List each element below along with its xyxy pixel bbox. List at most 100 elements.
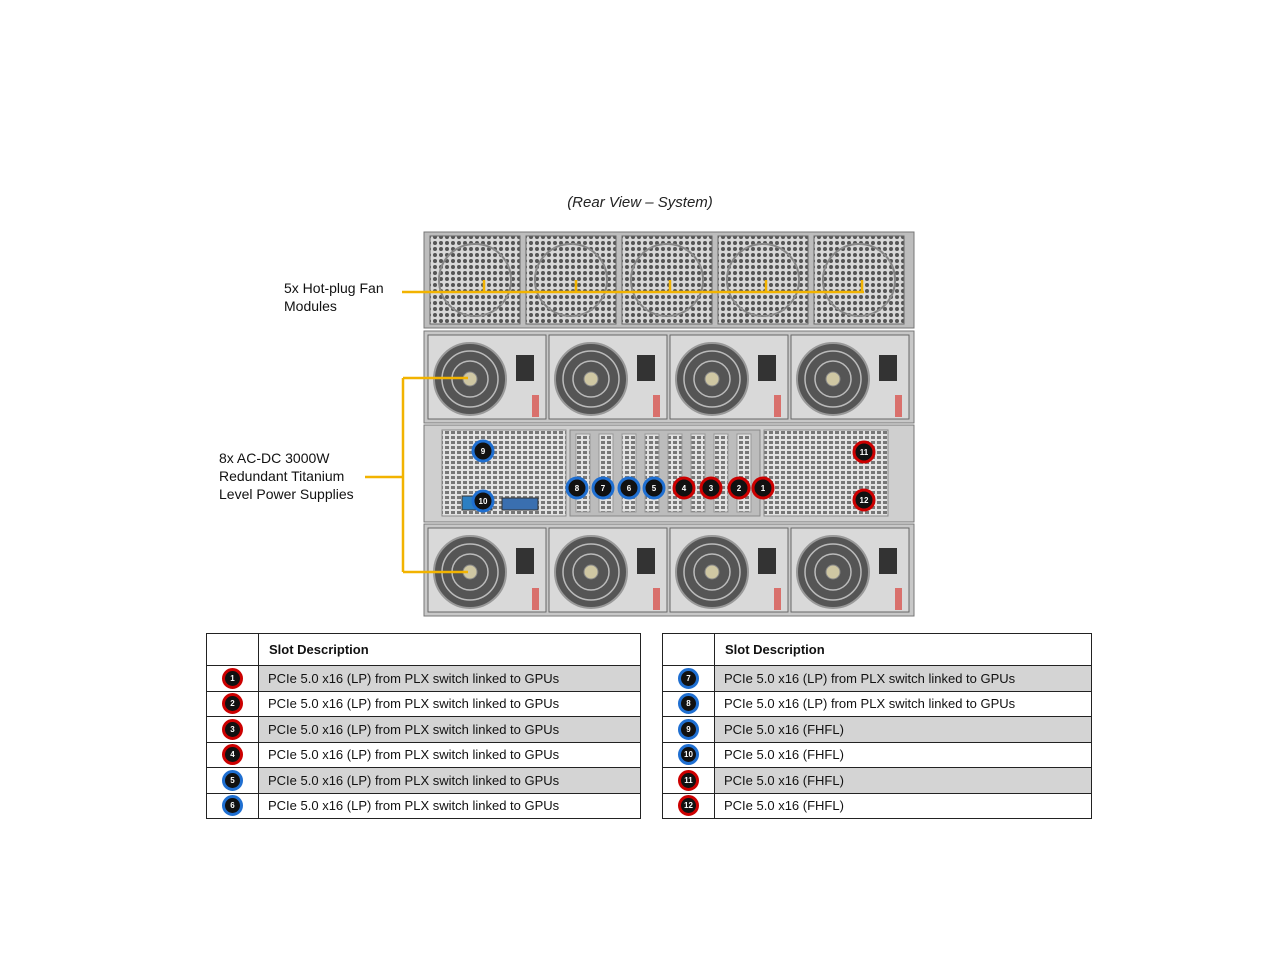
slot-badge-11 — [852, 440, 876, 464]
slot-badge: 1 — [222, 667, 243, 689]
slot-badge-label: 9 — [481, 447, 486, 456]
slot-badge: 5 — [222, 769, 243, 791]
slot-description-header: Slot Description — [258, 633, 641, 666]
fan-module — [621, 235, 713, 325]
slot-description-cell: PCIe 5.0 x16 (FHFL) — [714, 741, 1092, 768]
slot-description-cell: PCIe 5.0 x16 (LP) from PLX switch linked… — [258, 792, 641, 819]
slot-badge-12 — [852, 488, 876, 512]
pcie-slot — [621, 433, 637, 513]
slot-number-cell: 8 — [662, 690, 715, 717]
slot-number-cell: 7 — [662, 665, 715, 692]
psu-callout-line — [365, 376, 468, 574]
slot-number-cell: 12 — [662, 792, 715, 819]
slot-badge: 3 — [222, 718, 243, 740]
slot-number-cell: 1 — [206, 665, 259, 692]
io-section — [423, 424, 915, 523]
slot-badge-label: 8 — [575, 484, 580, 493]
power-supplies-callout: 8x AC-DC 3000W Redundant Titanium Level … — [219, 449, 379, 503]
pcie-slot — [575, 433, 591, 513]
slot-badge-label: 2 — [737, 484, 742, 493]
psu-row-lower — [423, 523, 915, 617]
slot-badge-4 — [672, 476, 696, 500]
table-row: 2 PCIe 5.0 x16 (LP) from PLX switch linke… — [206, 690, 641, 717]
slot-badge-label: 3 — [709, 484, 714, 493]
slot-number-cell: 5 — [206, 767, 259, 794]
fan-module — [525, 235, 617, 325]
pcie-slot — [690, 433, 706, 513]
slot-number-cell: 9 — [662, 716, 715, 743]
slot-badge-5 — [642, 476, 666, 500]
fan-module — [813, 235, 905, 325]
slot-badge-label: 5 — [652, 484, 657, 493]
slot-description-cell: PCIe 5.0 x16 (FHFL) — [714, 792, 1092, 819]
slot-description-cell: PCIe 5.0 x16 (LP) from PLX switch linked… — [258, 690, 641, 717]
slot-badge-8 — [565, 476, 589, 500]
slot-badge-3 — [699, 476, 723, 500]
slot-number-cell: 10 — [662, 741, 715, 768]
fan-callout-line-2: Modules — [284, 298, 337, 314]
slot-badge-label: 12 — [860, 496, 869, 505]
slot-badge-label: 6 — [627, 484, 632, 493]
fan-module — [717, 235, 809, 325]
slot-badge: 2 — [222, 693, 243, 715]
table-row: 1 PCIe 5.0 x16 (LP) from PLX switch linke… — [206, 665, 641, 692]
pcie-slot — [713, 433, 729, 513]
table-row: 7 PCIe 5.0 x16 (LP) from PLX switch linke… — [662, 665, 1092, 692]
slot-badge-label: 11 — [860, 448, 869, 457]
psu-callout-line-1: 8x AC-DC 3000W — [219, 450, 330, 466]
slot-badge: 6 — [222, 795, 243, 817]
table-row: 9 PCIe 5.0 x16 (FHFL) — [662, 716, 1092, 743]
slot-badge: 4 — [222, 744, 243, 766]
slot-badge-9 — [471, 439, 495, 463]
slot-badge-label: 4 — [682, 484, 687, 493]
slot-badge-7 — [591, 476, 615, 500]
slot-number-cell: 6 — [206, 792, 259, 819]
table-row: 6 PCIe 5.0 x16 (LP) from PLX switch linke… — [206, 792, 641, 819]
psu-callout-line-3: Level Power Supplies — [219, 486, 354, 502]
slot-description-cell: PCIe 5.0 x16 (LP) from PLX switch linked… — [258, 716, 641, 743]
slot-description-cell: PCIe 5.0 x16 (LP) from PLX switch linked… — [258, 665, 641, 692]
slot-badge: 12 — [678, 795, 699, 817]
table-row: 12 PCIe 5.0 x16 (FHFL) — [662, 792, 1092, 819]
slot-description-cell: PCIe 5.0 x16 (FHFL) — [714, 716, 1092, 743]
fan-modules-callout: 5x Hot-plug Fan Modules — [284, 279, 404, 315]
vga-port — [501, 497, 539, 511]
slot-description-cell: PCIe 5.0 x16 (LP) from PLX switch linked… — [714, 665, 1092, 692]
fan-tray — [423, 231, 915, 329]
fan-callout-line — [402, 280, 864, 294]
fan-module — [429, 235, 521, 325]
psu-callout-line-2: Redundant Titanium — [219, 468, 345, 484]
slot-badge-label: 1 — [761, 484, 766, 493]
slot-badge-6 — [617, 476, 641, 500]
slot-badge: 7 — [678, 667, 699, 689]
slot-description-cell: PCIe 5.0 x16 (LP) from PLX switch linked… — [258, 767, 641, 794]
pcie-slot — [598, 433, 614, 513]
psu-row-upper — [423, 330, 915, 424]
pcie-slot — [736, 433, 752, 513]
slot-number-cell: 3 — [206, 716, 259, 743]
slot-badge-1 — [751, 476, 775, 500]
slot-number-cell: 11 — [662, 767, 715, 794]
diagram-caption: (Rear View – System) — [567, 194, 713, 211]
slot-badge-label: 10 — [479, 497, 488, 506]
slot-description-cell: PCIe 5.0 x16 (LP) from PLX switch linked… — [714, 690, 1092, 717]
table-row: 4 PCIe 5.0 x16 (LP) from PLX switch linke… — [206, 741, 641, 768]
slot-description-cell: PCIe 5.0 x16 (FHFL) — [714, 767, 1092, 794]
slot-badge: 10 — [678, 744, 699, 766]
slot-badge: 9 — [678, 718, 699, 740]
slot-number-cell: 4 — [206, 741, 259, 768]
slot-header-blank — [206, 633, 259, 666]
slot-badge: 11 — [678, 769, 699, 791]
slot-description-header: Slot Description — [714, 633, 1092, 666]
slot-description-cell: PCIe 5.0 x16 (LP) from PLX switch linked… — [258, 741, 641, 768]
table-row: 5 PCIe 5.0 x16 (LP) from PLX switch linke… — [206, 767, 641, 794]
table-row: 11 PCIe 5.0 x16 (FHFL) — [662, 767, 1092, 794]
table-row: 3 PCIe 5.0 x16 (LP) from PLX switch linke… — [206, 716, 641, 743]
pcie-slot — [667, 433, 683, 513]
fan-callout-line-1: 5x Hot-plug Fan — [284, 280, 384, 296]
slot-badge-10 — [471, 489, 495, 513]
